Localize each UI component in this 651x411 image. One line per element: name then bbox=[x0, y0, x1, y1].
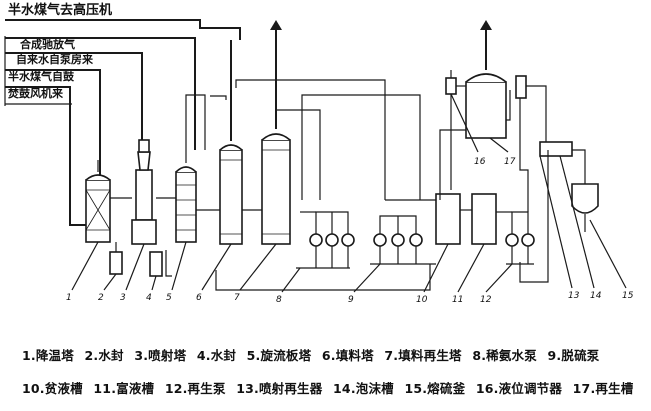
legend-item-4: 4.水封 bbox=[196, 348, 237, 363]
legend-item-11: 11.富液槽 bbox=[93, 381, 155, 396]
callout-6: 6 bbox=[196, 293, 202, 303]
packed-tower bbox=[196, 40, 386, 245]
inlet-label-synthesis-purge-gas: 合成驰放气 bbox=[20, 37, 75, 51]
callout-1: 1 bbox=[66, 293, 72, 303]
inlet-label-gas-from-blower: 半水煤气自鼓 bbox=[8, 69, 75, 83]
legend-item-7: 7.填料再生塔 bbox=[384, 348, 462, 363]
inlet-label-tap-water: 自来水自泵房来 bbox=[16, 52, 94, 66]
legend-item-10: 10.贫液槽 bbox=[22, 381, 83, 396]
sulfur-melter bbox=[571, 172, 599, 232]
legend-item-15: 15.熔硫釜 bbox=[404, 381, 466, 396]
callout-3: 3 bbox=[120, 293, 126, 303]
callout-10: 10 bbox=[416, 295, 428, 305]
legend-item-13: 13.喷射再生器 bbox=[236, 381, 323, 396]
legend-item-6: 6.填料塔 bbox=[321, 348, 374, 363]
lean-solution-tank bbox=[435, 193, 461, 245]
jet-regenerator bbox=[515, 75, 560, 151]
callout-12: 12 bbox=[480, 295, 492, 305]
callout-11: 11 bbox=[452, 295, 463, 305]
jet-tower bbox=[110, 139, 157, 245]
inlet-label-blower-in: 焚鼓风机来 bbox=[7, 86, 64, 100]
process-lines bbox=[165, 90, 549, 291]
inlet-label-gas-to-compressor: 半水煤气去高压机 bbox=[8, 2, 112, 18]
water-seal-2 bbox=[109, 242, 123, 275]
callout-16: 16 bbox=[474, 157, 486, 167]
callout-15: 15 bbox=[622, 291, 634, 301]
regeneration-pumps bbox=[496, 90, 535, 265]
legend-item-8: 8.稀氨水泵 bbox=[472, 348, 537, 363]
legend-item-1: 1.降温塔 bbox=[22, 348, 74, 363]
inlet-lines bbox=[4, 19, 241, 226]
callout-8: 8 bbox=[276, 295, 282, 305]
callout-9: 9 bbox=[348, 295, 354, 305]
level-regulator bbox=[445, 70, 466, 190]
legend-item-14: 14.泡沫槽 bbox=[333, 381, 394, 396]
callout-4: 4 bbox=[146, 293, 152, 303]
legend-item-16: 16.液位调节器 bbox=[475, 381, 563, 396]
callout-13: 13 bbox=[568, 291, 580, 301]
cooling-tower bbox=[85, 160, 111, 243]
callout-17: 17 bbox=[504, 157, 516, 167]
water-seal-4 bbox=[149, 251, 163, 277]
legend-item-2: 2.水封 bbox=[84, 348, 124, 363]
legend-item-17: 17.再生槽 bbox=[572, 381, 634, 396]
dilute-ammonia-pumps bbox=[296, 211, 355, 269]
legend-item-3: 3.喷射塔 bbox=[134, 348, 187, 363]
legend-item-12: 12.再生泵 bbox=[164, 381, 226, 396]
equipment-callouts: 1 2 3 4 5 6 7 8 9 10 11 12 13 14 15 16 1… bbox=[66, 93, 634, 305]
regeneration-tank bbox=[465, 20, 507, 139]
packed-regeneration-tower bbox=[242, 20, 321, 245]
callout-14: 14 bbox=[590, 291, 602, 301]
desulfurization-pumps bbox=[370, 215, 436, 265]
rich-solution-tank bbox=[471, 193, 497, 245]
legend-row-1: 1.降温塔 2.水封 3.喷射塔 4.水封 5.旋流板塔 6.填料塔 7.填料再… bbox=[22, 345, 605, 364]
callout-7: 7 bbox=[234, 293, 240, 303]
callout-5: 5 bbox=[166, 293, 172, 303]
legend-item-9: 9.脱硫泵 bbox=[547, 348, 600, 363]
legend-row-2: 10.贫液槽 11.富液槽 12.再生泵 13.喷射再生器 14.泡沫槽 15.… bbox=[22, 378, 640, 397]
legend-item-5: 5.旋流板塔 bbox=[246, 348, 312, 363]
callout-2: 2 bbox=[98, 293, 104, 303]
swirl-plate-tower bbox=[156, 94, 206, 243]
